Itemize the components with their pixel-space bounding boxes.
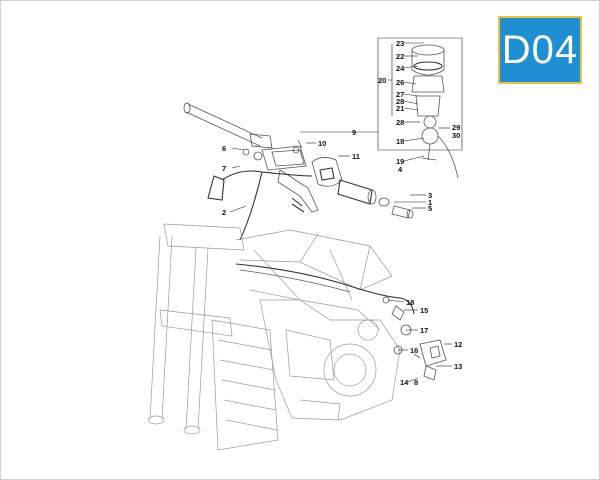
leader-lines xyxy=(229,42,452,383)
callout-13: 13 xyxy=(454,362,462,371)
callout-14: 14 xyxy=(400,378,409,387)
callout-29: 29 xyxy=(452,123,460,132)
callout-23: 23 xyxy=(396,39,404,48)
callout-8: 8 xyxy=(414,378,418,387)
section-code-badge: D04 xyxy=(498,16,582,84)
brake-lever-assembly xyxy=(242,139,319,213)
callout-26: 26 xyxy=(396,78,404,87)
callout-11: 11 xyxy=(352,152,360,161)
callout-10: 10 xyxy=(318,139,326,148)
switch-cable xyxy=(207,170,313,241)
callout-27: 27 xyxy=(396,90,404,99)
callout-15: 15 xyxy=(420,306,428,315)
callout-24: 24 xyxy=(396,64,405,73)
callout-5: 5 xyxy=(428,204,432,213)
callout-6: 6 xyxy=(222,144,226,153)
callout-3: 3 xyxy=(428,191,432,200)
throttle-cables xyxy=(235,263,415,315)
callout-22: 22 xyxy=(396,52,404,61)
handlebar xyxy=(183,102,273,149)
master-cylinder-inset xyxy=(377,37,463,179)
callout-30: 30 xyxy=(452,131,460,140)
throttle-grip xyxy=(337,179,414,219)
callout-18-lower: 18 xyxy=(406,298,414,307)
callout-21: 21 xyxy=(396,104,404,113)
callout-7: 7 xyxy=(222,164,226,173)
callout-16: 16 xyxy=(410,346,418,355)
callout-28-upper: 28 xyxy=(396,97,404,106)
callout-9: 9 xyxy=(352,128,356,137)
callout-1: 1 xyxy=(428,198,432,207)
switch-housing xyxy=(311,157,343,187)
callout-20: 20 xyxy=(378,76,386,85)
callout-19: 19 xyxy=(396,157,404,166)
callout-12: 12 xyxy=(454,340,462,349)
motorcycle-frame-engine xyxy=(147,223,401,451)
callout-18-upper: 18 xyxy=(396,137,404,146)
callout-labels: 23 22 24 20 26 27 28 21 28 29 30 18 19 4… xyxy=(222,39,462,387)
callout-17: 17 xyxy=(420,326,428,335)
callout-4: 4 xyxy=(398,165,403,174)
callout-28-lower: 28 xyxy=(396,118,404,127)
callout-2: 2 xyxy=(222,208,226,217)
